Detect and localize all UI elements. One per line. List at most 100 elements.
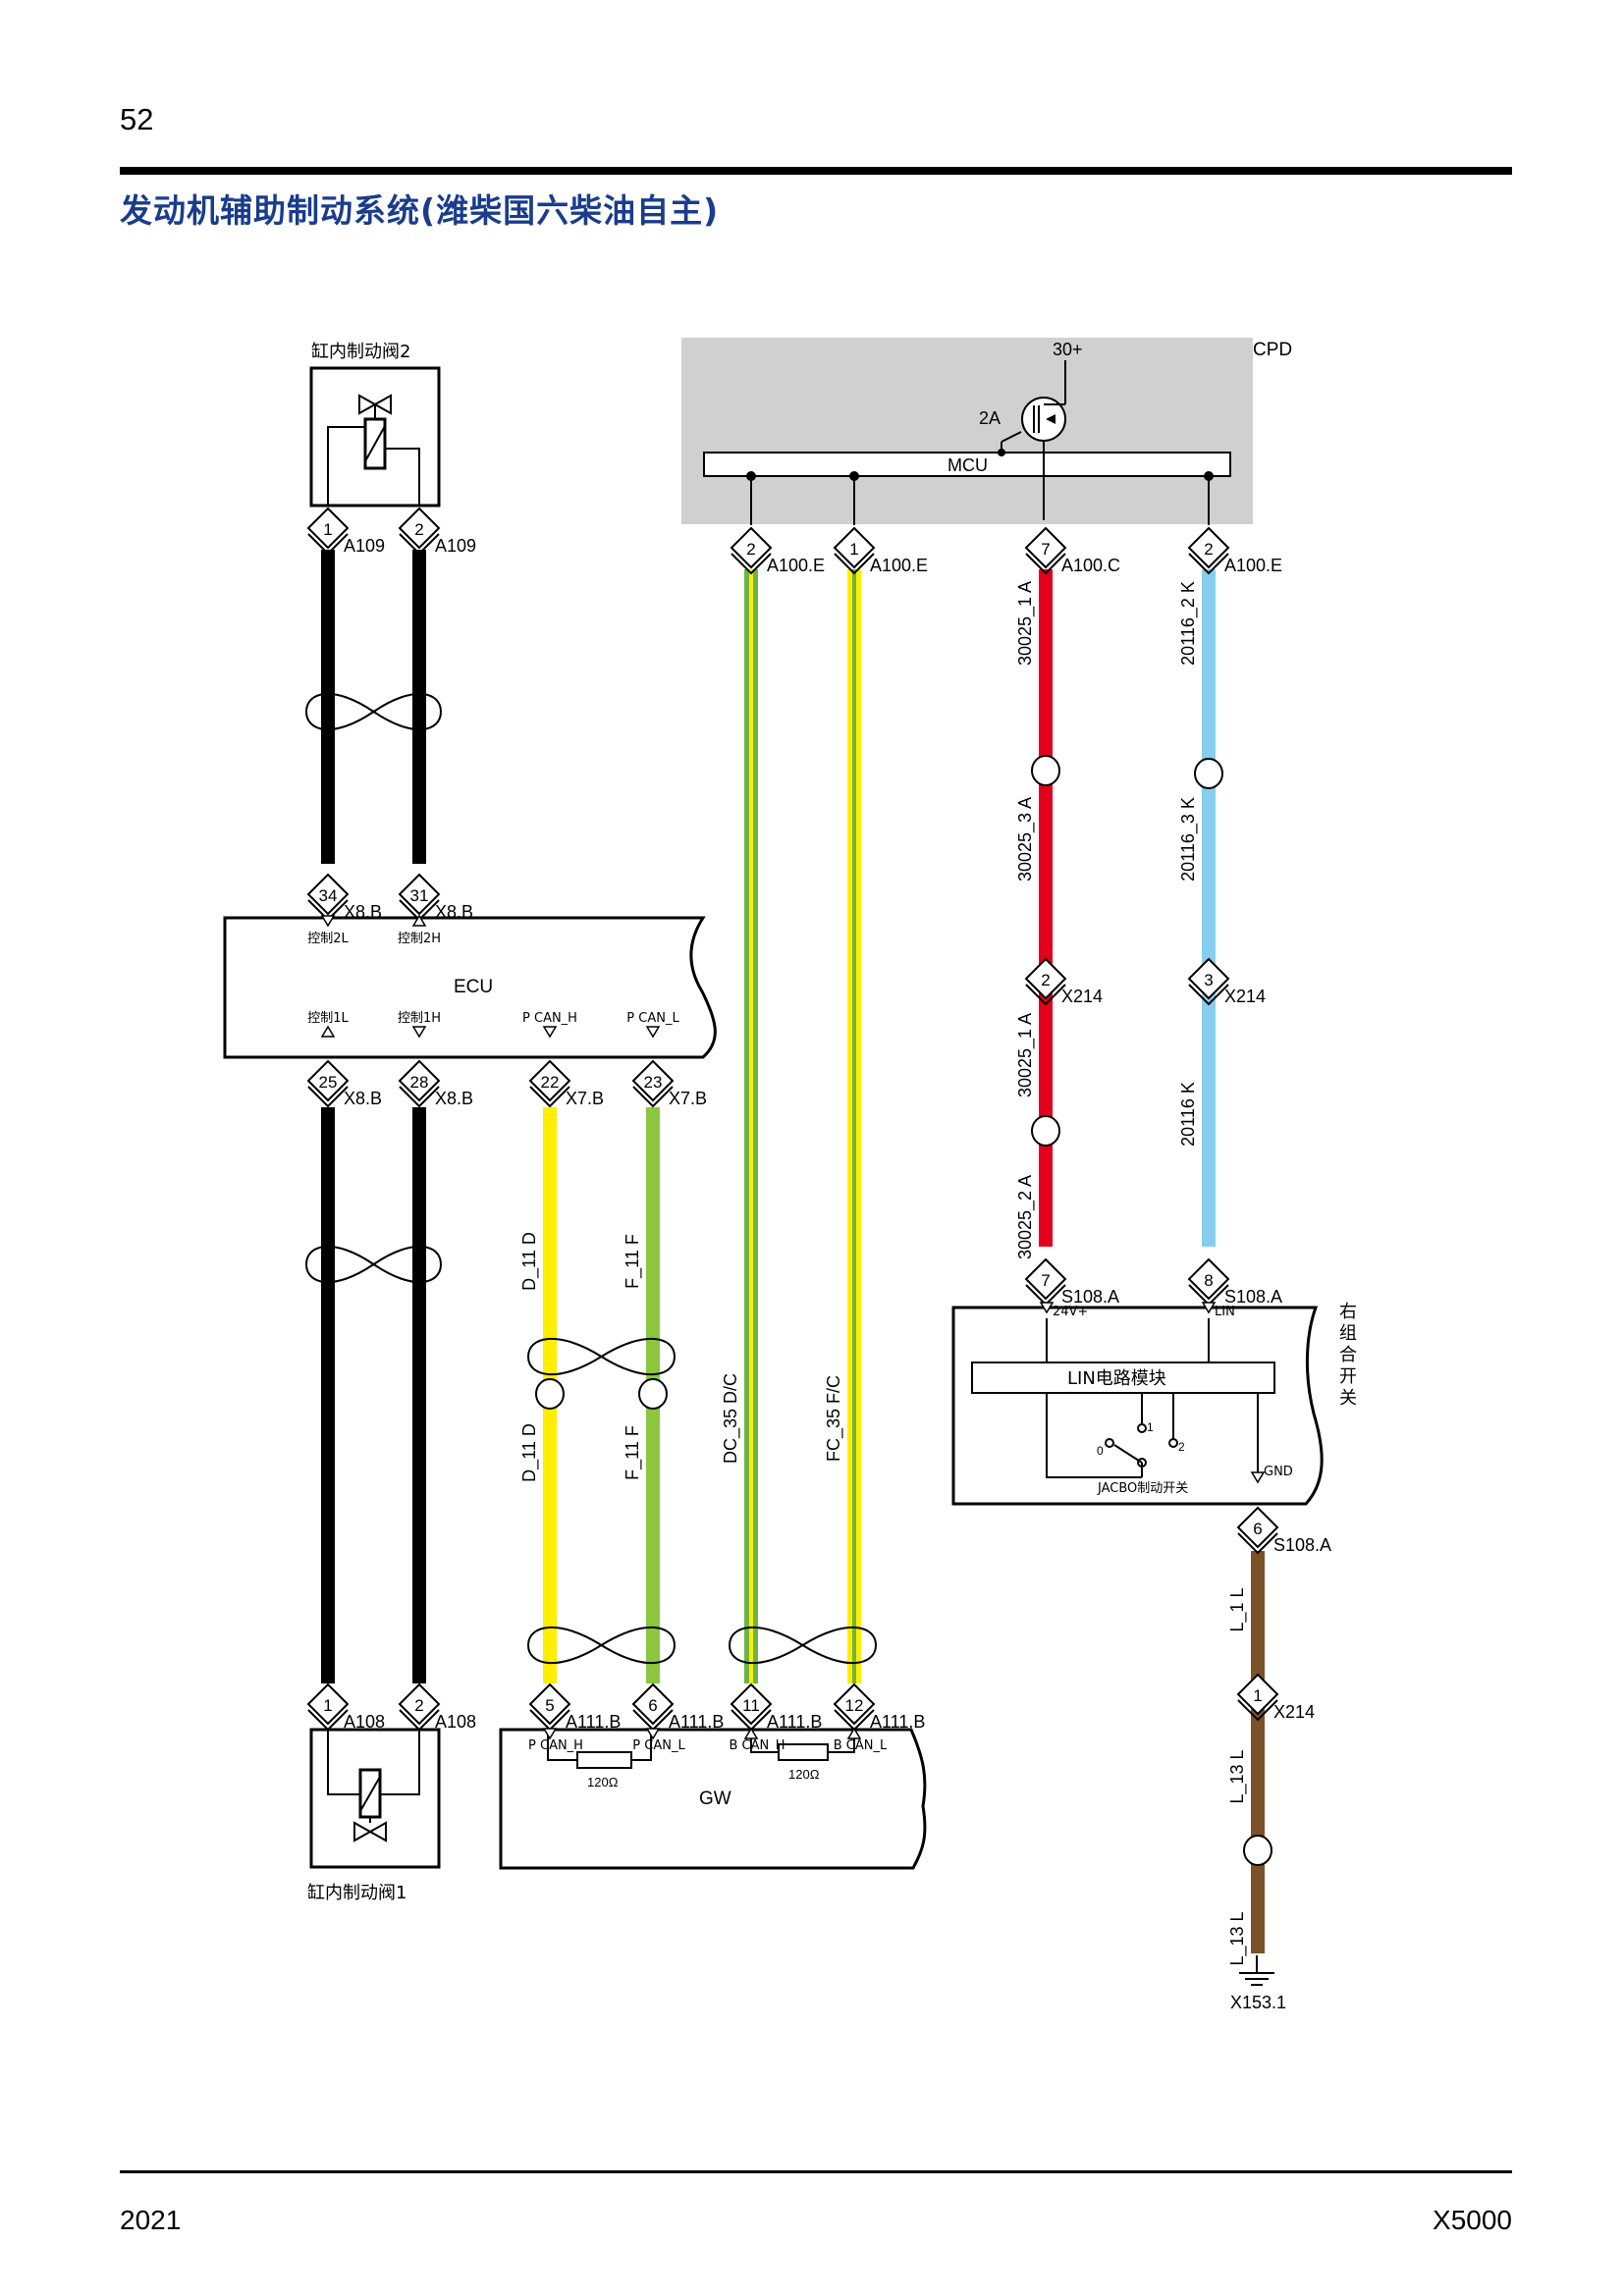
connector-name-x7b_22: X7.B bbox=[566, 1089, 604, 1108]
page-number: 52 bbox=[120, 102, 154, 136]
wire-label-blue_1: 20116_2 K bbox=[1178, 581, 1199, 666]
pin-marker-v24 bbox=[1039, 1302, 1055, 1314]
cpd-box bbox=[681, 338, 1253, 524]
twisted-pair-1 bbox=[304, 693, 443, 730]
connector-name-x214_1: X214 bbox=[1273, 1702, 1315, 1722]
pin-label-lin: LIN bbox=[1215, 1305, 1235, 1319]
wire-label-brown_3: L_13 L bbox=[1227, 1911, 1248, 1965]
pin-label-v24: 24V+ bbox=[1053, 1305, 1088, 1319]
wire-label-red_2: 30025_3 A bbox=[1015, 797, 1036, 881]
pin-marker-gnd bbox=[1250, 1471, 1266, 1484]
connector-name-x214_3: X214 bbox=[1224, 987, 1266, 1006]
mcu-label: MCU bbox=[947, 455, 988, 475]
footer-model: X5000 bbox=[1433, 2205, 1512, 2235]
pin-label-ctrl_2h: 控制2H bbox=[398, 932, 441, 946]
connector-pin-a109_2: 2 bbox=[414, 520, 423, 539]
footer-rule bbox=[120, 2170, 1512, 2173]
connector-layer: 1A1092A10934X8.B31X8.B25X8.B28X8.B22X7.B… bbox=[306, 507, 1331, 1732]
connector-name-x8b_31: X8.B bbox=[435, 902, 473, 922]
pin-marker-gw_p_can_h bbox=[542, 1728, 558, 1740]
footer-year: 2021 bbox=[120, 2205, 182, 2235]
connector-pin-x7b_23: 23 bbox=[644, 1073, 663, 1092]
pin-marker-lin bbox=[1201, 1302, 1217, 1314]
twisted-pair-layer bbox=[304, 693, 878, 1665]
header-rule bbox=[120, 167, 1512, 175]
pin-marker-ctrl_1l bbox=[320, 1025, 336, 1038]
lin-module-label: LIN电路模块 bbox=[1067, 1368, 1166, 1389]
connector-name-a100e_2: A100.E bbox=[767, 556, 825, 575]
connector-pin-a111b_11: 11 bbox=[742, 1696, 760, 1715]
splice-6 bbox=[1243, 1835, 1272, 1866]
connector-name-a111b_11: A111.B bbox=[767, 1712, 822, 1732]
connector-name-a111b_5: A111.B bbox=[566, 1712, 621, 1732]
connector-pin-a111b_5: 5 bbox=[545, 1696, 554, 1715]
connector-pin-x214_1: 1 bbox=[1253, 1686, 1262, 1705]
twisted-pair-2 bbox=[304, 1246, 443, 1283]
pin-marker-p_can_l bbox=[645, 1026, 661, 1039]
splice-4 bbox=[535, 1378, 565, 1410]
connector-pin-a108_2: 2 bbox=[414, 1696, 423, 1715]
sw1-label: 1 bbox=[1147, 1420, 1154, 1434]
connector-name-a100e_1: A100.E bbox=[870, 556, 928, 575]
connector-pin-x214_3: 3 bbox=[1204, 971, 1213, 989]
connector-pin-a111b_6: 6 bbox=[648, 1696, 657, 1715]
connector-pin-x8b_25: 25 bbox=[319, 1073, 338, 1092]
wire-label-green_2: F_11 F bbox=[623, 1425, 643, 1480]
connector-name-x8b_25: X8.B bbox=[344, 1089, 382, 1108]
wire-label-blue_2: 20116_3 K bbox=[1178, 797, 1199, 881]
wire-label-red_1: 30025_1 A bbox=[1015, 581, 1036, 666]
resistor-1 bbox=[576, 1751, 632, 1769]
connector-name-a109_2: A109 bbox=[435, 536, 476, 556]
resistor-2 bbox=[778, 1743, 829, 1761]
connector-name-a111b_12: A111.B bbox=[870, 1712, 925, 1732]
sw0-label: 0 bbox=[1097, 1444, 1104, 1458]
connector-pin-x214_2: 2 bbox=[1041, 971, 1050, 989]
right-switch-label: 右组合开关 bbox=[1339, 1302, 1357, 1409]
connector-name-x214_2: X214 bbox=[1061, 987, 1103, 1006]
connector-name-a108_1: A108 bbox=[344, 1712, 385, 1732]
ecu-box bbox=[223, 916, 717, 1059]
wire-label-brown_1: L_1 L bbox=[1227, 1587, 1248, 1631]
fuse-30-label: 30+ bbox=[1053, 340, 1083, 359]
twisted-pair-5 bbox=[728, 1626, 878, 1665]
pin-label-gw_p_can_l: P CAN_L bbox=[632, 1738, 685, 1753]
x153-label: X153.1 bbox=[1230, 1993, 1286, 2012]
connector-name-x7b_23: X7.B bbox=[669, 1089, 707, 1108]
pin-marker-ctrl_1h bbox=[411, 1026, 427, 1039]
wire-label-blue_3: 20116 K bbox=[1178, 1082, 1198, 1147]
pin-marker-gw_p_can_l bbox=[645, 1728, 661, 1740]
pin-marker-ctrl_2h bbox=[411, 914, 427, 927]
splice-layer bbox=[535, 755, 1272, 1866]
connector-name-a109_1: A109 bbox=[344, 536, 385, 556]
splice-3 bbox=[1194, 758, 1223, 789]
twisted-pair-4 bbox=[526, 1626, 677, 1665]
wire-label-fc35: FC_35 F/C bbox=[824, 1375, 844, 1462]
sw2-label: 2 bbox=[1178, 1440, 1185, 1454]
right-switch-box bbox=[951, 1306, 1324, 1506]
lin-module-box bbox=[971, 1362, 1275, 1394]
connector-pin-a100c_7: 7 bbox=[1041, 540, 1050, 559]
connector-name-a111b_6: A111.B bbox=[669, 1712, 724, 1732]
connector-pin-s108a_7: 7 bbox=[1041, 1271, 1050, 1290]
ground-icon bbox=[1239, 1955, 1274, 1986]
connector-pin-a100e_2: 2 bbox=[746, 540, 755, 559]
connector-pin-a100e_1: 1 bbox=[849, 540, 858, 559]
wire-label-yellow_1: D_11 D bbox=[519, 1232, 540, 1291]
ecu-label: ECU bbox=[454, 977, 493, 997]
connector-name-a108_2: A108 bbox=[435, 1712, 476, 1732]
valve1-valve-icon bbox=[353, 1821, 373, 1842]
